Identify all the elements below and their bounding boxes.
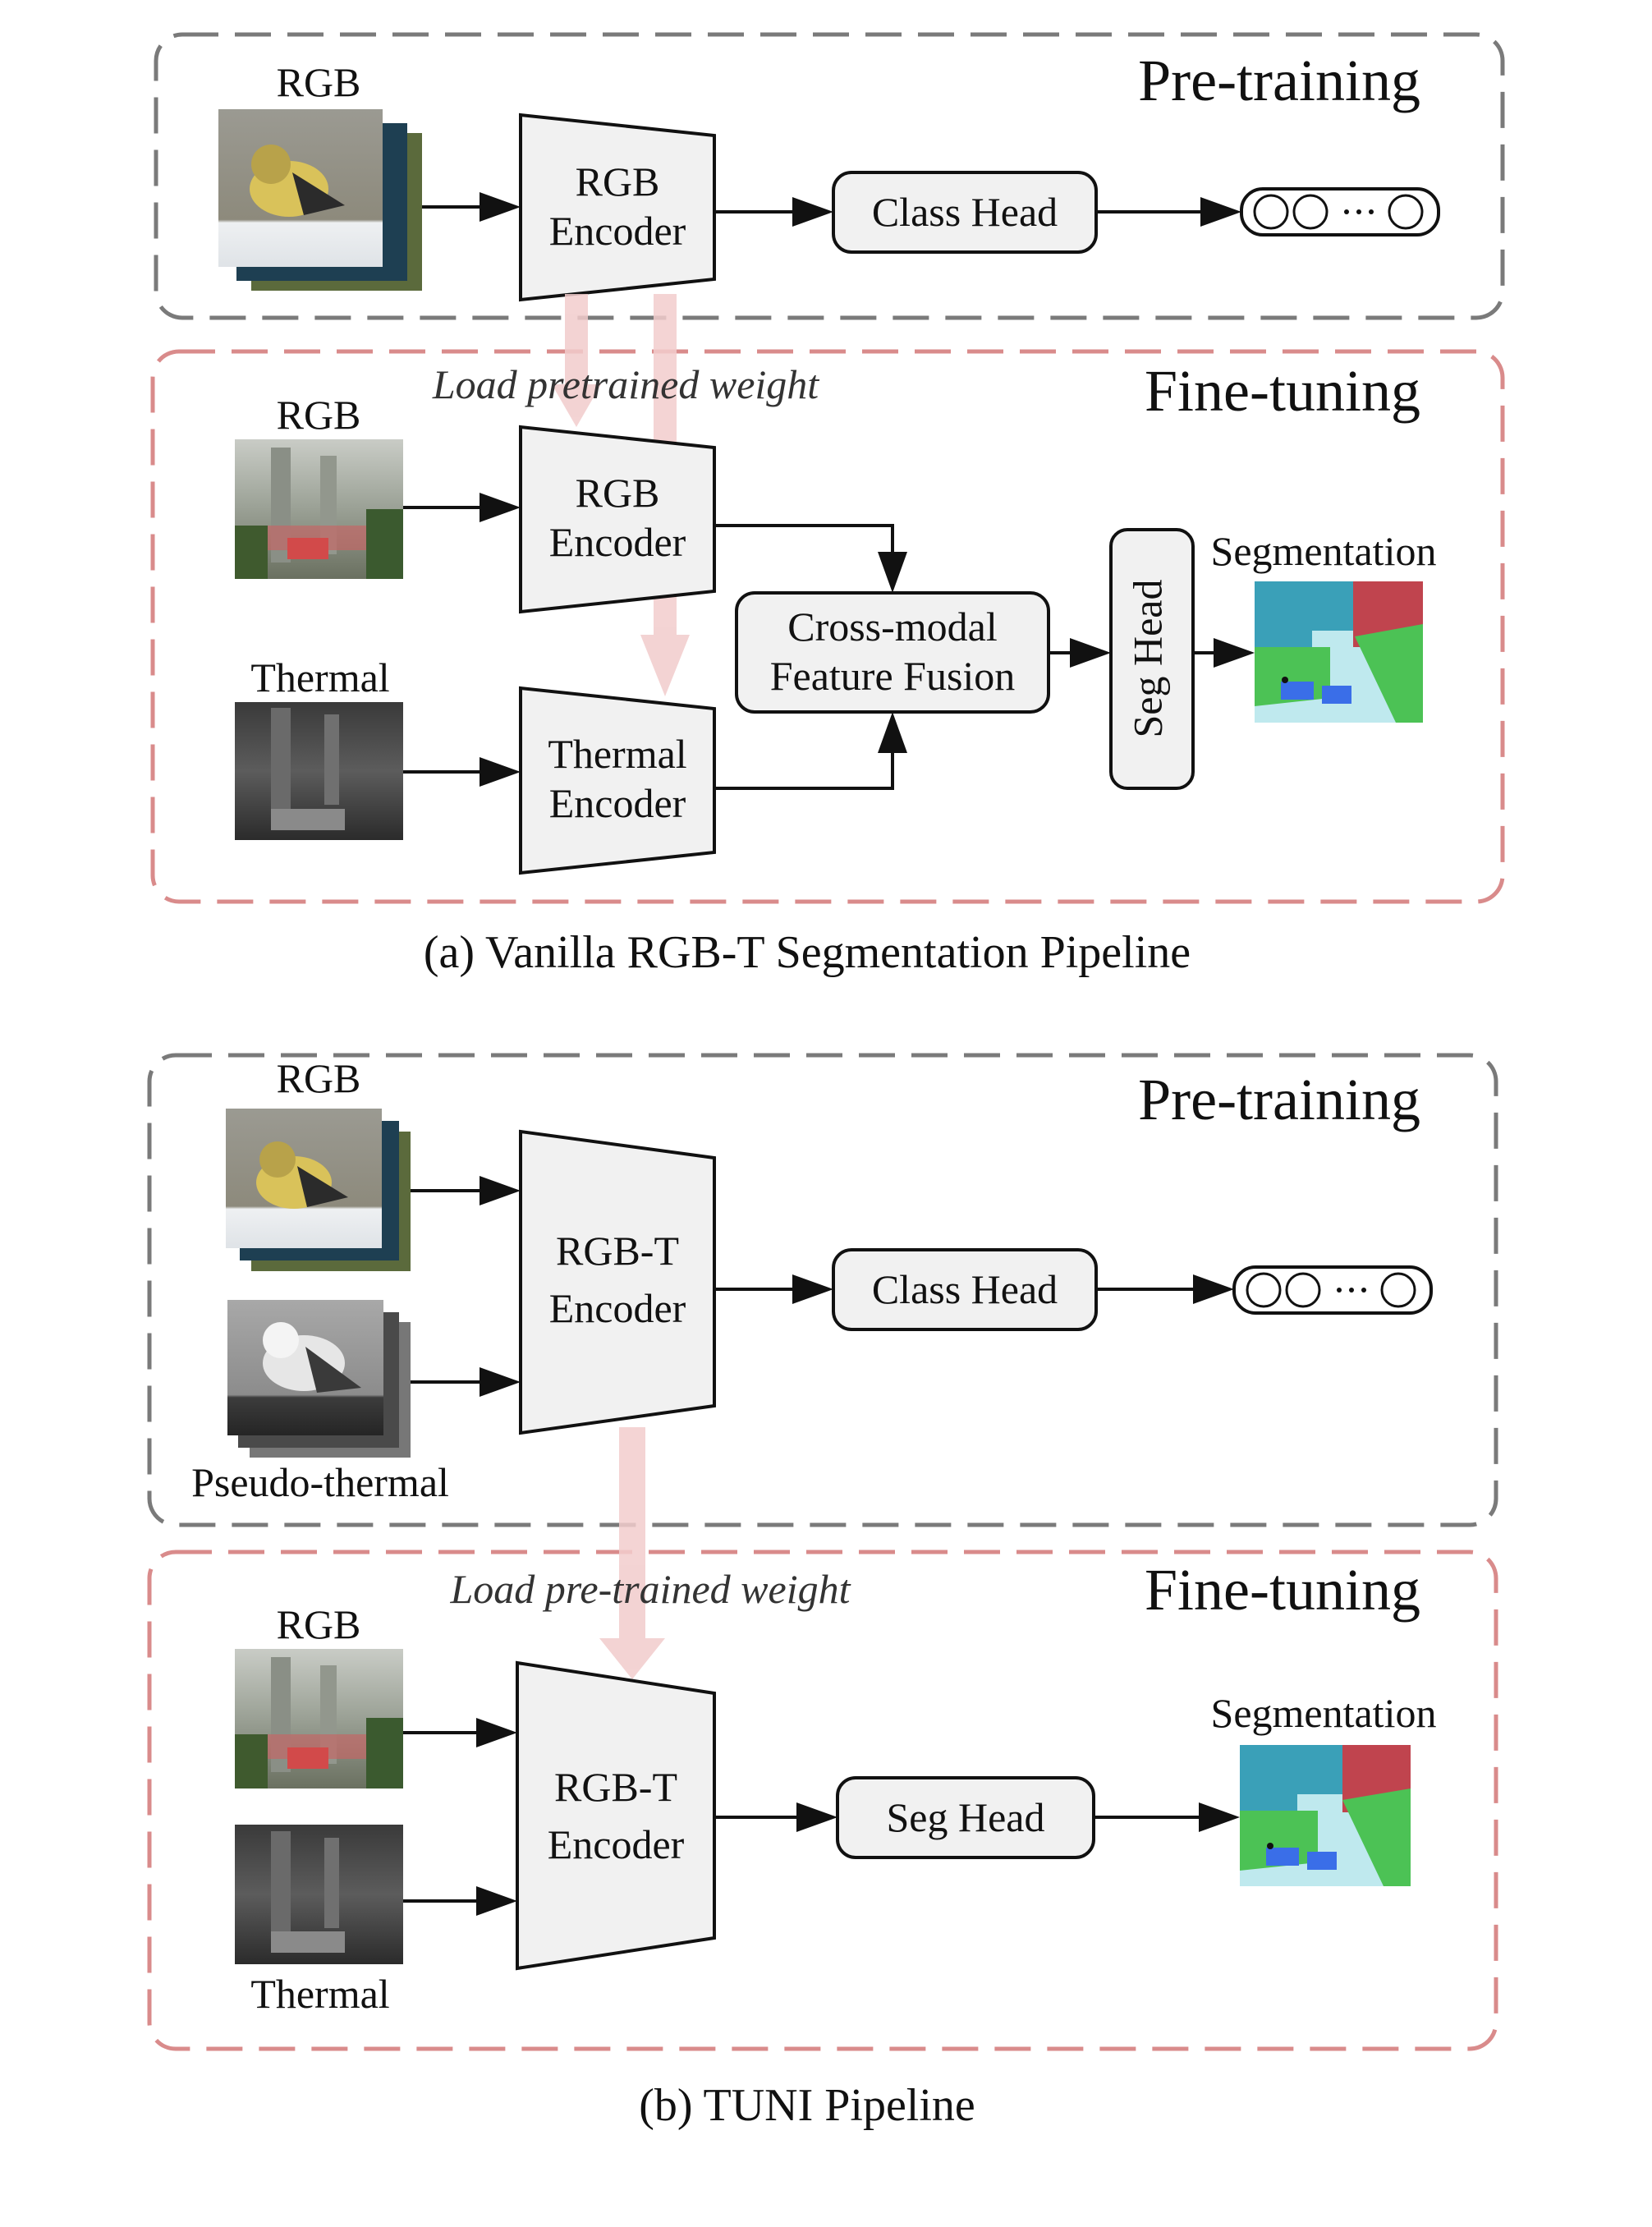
rgbt-encoder-label-b1: RGB-T (556, 1228, 679, 1274)
class-head-label-b: Class Head (872, 1266, 1058, 1312)
ft-rgb-encoder-label-a1: RGB (576, 470, 660, 516)
rgb-encoder-label-a1: RGB (576, 158, 660, 204)
rgb-label-a: RGB (277, 59, 361, 105)
pretrain-title-b: Pre-training (1138, 1067, 1420, 1132)
load-weight-label-b: Load pre-trained weight (449, 1566, 851, 1612)
ft-rgbt-encoder-b (516, 1660, 716, 1971)
finetune-frame-a (150, 349, 1505, 904)
pseudo-thermal-label-b: Pseudo-thermal (191, 1459, 449, 1505)
seg-head-label-b: Seg Head (887, 1794, 1045, 1840)
rgbt-encoder-label-b2: Encoder (549, 1285, 686, 1331)
rgb-encoder-label-a2: Encoder (549, 208, 686, 254)
segmentation-map-a (1255, 581, 1423, 723)
rgb-image-stack-b (226, 1109, 411, 1271)
pretrain-arrows-a (422, 192, 1241, 227)
pretrain-arrows-b (411, 1176, 1234, 1397)
street-rgb-image-a (235, 439, 403, 579)
pretrain-frame-b (147, 1053, 1498, 1527)
load-weight-label-a: Load pretrained weight (432, 361, 819, 407)
caption-b: (b) TUNI Pipeline (639, 2080, 975, 2131)
caption-a: (a) Vanilla RGB-T Segmentation Pipeline (424, 927, 1191, 978)
thermal-image-a (235, 702, 403, 840)
finetune-title-b: Fine-tuning (1145, 1557, 1420, 1623)
thermal-label-a: Thermal (250, 654, 389, 700)
thermal-encoder-a (519, 686, 716, 875)
finetune-frame-b (147, 1550, 1498, 2051)
finetune-arrows-b (403, 1718, 1240, 1916)
finetune-arrows-a (403, 493, 1255, 790)
pretrain-title-a: Pre-training (1138, 48, 1420, 113)
ft-rgb-label-a: RGB (277, 392, 361, 438)
panel-b: Pre-training RGB Pseudo-thermal RGB-T En… (147, 1053, 1498, 2131)
fusion-label-a1: Cross-modal (787, 604, 998, 650)
ft-rgb-encoder-a (519, 425, 716, 614)
ft-rgb-label-b: RGB (277, 1601, 361, 1647)
finetune-title-a: Fine-tuning (1145, 358, 1420, 424)
pseudo-thermal-image-stack-b (227, 1300, 411, 1458)
panel-a: Pre-training RGB RGB Encoder Class Head (150, 32, 1505, 978)
street-rgb-image-b (235, 1649, 403, 1788)
ft-rgbt-encoder-label-b2: Encoder (548, 1821, 685, 1867)
class-head-label-a: Class Head (872, 189, 1058, 235)
output-vector-a (1240, 187, 1440, 236)
ft-rgb-encoder-label-a2: Encoder (549, 519, 686, 565)
thermal-image-b (235, 1825, 403, 1964)
weight-transfer-arrow-b (599, 1427, 665, 1679)
output-vector-b (1232, 1265, 1433, 1315)
rgb-label-b: RGB (277, 1055, 361, 1101)
rgb-encoder-a (519, 112, 716, 302)
segmentation-label-b: Segmentation (1211, 1690, 1437, 1736)
rgbt-encoder-b (519, 1129, 716, 1435)
thermal-label-b: Thermal (250, 1971, 389, 2017)
thermal-encoder-label-a2: Encoder (549, 780, 686, 826)
seg-head-a (1109, 528, 1195, 790)
pretrain-frame-a (154, 32, 1505, 320)
fusion-label-a2: Feature Fusion (770, 653, 1016, 699)
ft-rgbt-encoder-label-b1: RGB-T (554, 1764, 677, 1810)
seg-head-label-a: Seg Head (1124, 580, 1170, 738)
segmentation-label-a: Segmentation (1211, 528, 1437, 574)
rgb-image-stack-a (218, 109, 422, 291)
thermal-encoder-label-a1: Thermal (548, 731, 686, 777)
segmentation-map-b (1240, 1745, 1411, 1886)
